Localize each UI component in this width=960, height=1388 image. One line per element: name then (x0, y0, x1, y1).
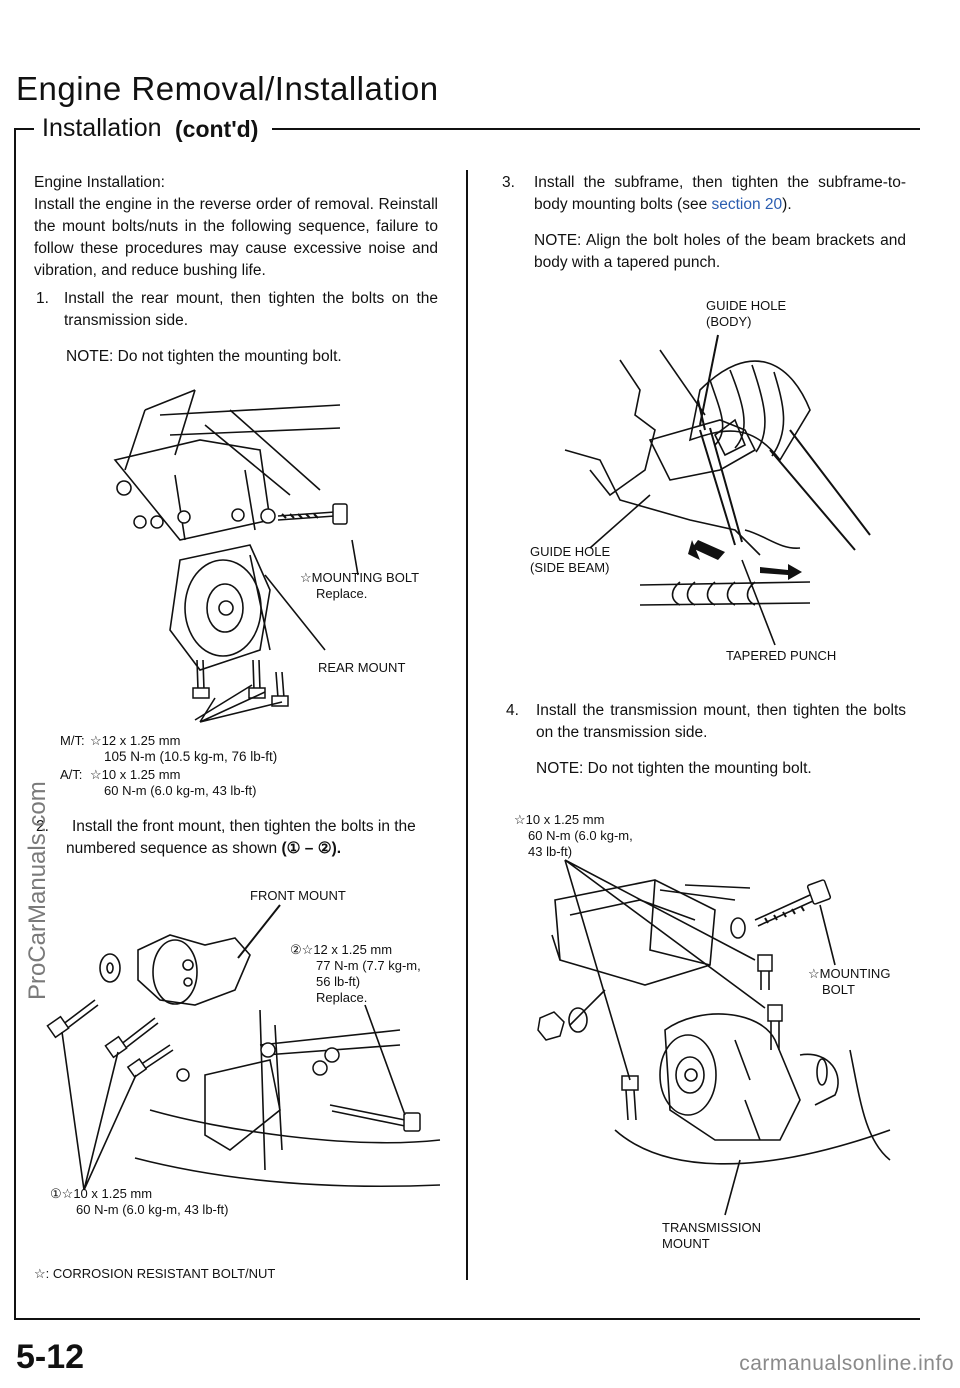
bolt2-torque2: 56 lb-ft) (316, 974, 361, 989)
step2-text2: numbered sequence as shown (① – ②). (66, 840, 342, 857)
guide-hole-side-label-2: (SIDE BEAM) (530, 560, 610, 575)
intro-heading: Engine Installation: (34, 174, 165, 191)
star-icon: ☆ (300, 570, 312, 585)
section-subtitle: Installation (42, 114, 162, 142)
bolt2-replace: Replace. (316, 990, 368, 1005)
rear-mount-label: REAR MOUNT (318, 660, 406, 675)
transmission-mount-label-1: TRANSMISSION (662, 1220, 761, 1235)
tapered-punch-label: TAPERED PUNCH (726, 648, 837, 663)
at-prefix: A/T: (60, 767, 83, 782)
page-number: 5-12 (16, 1338, 85, 1376)
header-rule-right (272, 128, 920, 130)
watermark-side: ProCarManuals.com (24, 781, 51, 1000)
transmission-mount-label-2: MOUNT (662, 1236, 710, 1251)
at-spec: ☆10 x 1.25 mm (90, 767, 181, 782)
mounting-bolt-replace: Replace. (316, 586, 368, 601)
star-icon: ☆ (61, 1186, 74, 1201)
star-icon: ☆ (90, 733, 102, 748)
step3-number: 3. (502, 174, 515, 191)
step4-number: 4. (506, 702, 519, 719)
step2-sequence: (① – ②). (281, 840, 342, 857)
front-mount-diagram (46, 904, 441, 1191)
frame-left-rule (14, 128, 16, 1318)
step2-number: 2. (36, 818, 49, 835)
mt-torque: 105 N-m (10.5 kg-m, 76 lb-ft) (104, 749, 278, 764)
step1-text: Install the rear mount, then tighten the… (64, 290, 438, 329)
step3-text: Install the subframe, then tighten the s… (534, 174, 906, 213)
frame-bottom-rule (14, 1318, 920, 1320)
transmission-bolt-torque2: 43 lb-ft) (528, 844, 573, 859)
mt-prefix: M/T: (60, 733, 85, 748)
step4-note: NOTE: Do not tighten the mounting bolt. (536, 760, 812, 777)
at-torque: 60 N-m (6.0 kg-m, 43 lb-ft) (104, 783, 257, 798)
transmission-bolt-spec: ☆10 x 1.25 mm (514, 812, 605, 827)
legend: ☆: CORROSION RESISTANT BOLT/NUT (34, 1266, 276, 1281)
star-icon: ☆ (808, 966, 820, 981)
bolt1-spec: ①☆10 x 1.25 mm (50, 1186, 153, 1201)
step2-text: Install the front mount, then tighten th… (72, 818, 416, 835)
mt-spec: ☆12 x 1.25 mm (90, 733, 181, 748)
tapered-punch-diagram (564, 334, 871, 646)
header-rule-left (14, 128, 34, 130)
transmission-mounting-bolt-label-1: ☆MOUNTING (808, 966, 891, 981)
step1-number: 1. (36, 290, 49, 307)
page-title: Engine Removal/Installation (16, 70, 439, 107)
mounting-bolt-label: ☆MOUNTING BOLT (300, 570, 420, 585)
transmission-bolt-torque1: 60 N-m (6.0 kg-m, (528, 828, 633, 843)
star-icon: ☆: (34, 1266, 50, 1281)
step1-note: NOTE: Do not tighten the mounting bolt. (66, 348, 342, 365)
sequence-1-icon: ① (50, 1186, 62, 1201)
sequence-2-icon: ② (290, 942, 302, 957)
guide-hole-body-label-1: GUIDE HOLE (706, 298, 787, 313)
star-icon: ☆ (301, 942, 314, 957)
column-divider (466, 170, 468, 1280)
section-20-link[interactable]: section 20 (711, 196, 783, 213)
bolt2-spec: ②☆12 x 1.25 mm (290, 942, 393, 957)
step4-text: Install the transmission mount, then tig… (536, 702, 906, 741)
bolt1-torque: 60 N-m (6.0 kg-m, 43 lb-ft) (76, 1202, 229, 1217)
intro-text: Install the engine in the reverse order … (34, 196, 438, 279)
continued-marker: (cont'd) (175, 116, 259, 142)
transmission-mounting-bolt-label-2: BOLT (822, 982, 855, 997)
front-mount-label: FRONT MOUNT (250, 888, 346, 903)
star-icon: ☆ (90, 767, 102, 782)
watermark-bottom: carmanualsonline.info (739, 1352, 954, 1375)
guide-hole-side-label-1: GUIDE HOLE (530, 544, 611, 559)
guide-hole-body-label-2: (BODY) (706, 314, 752, 329)
rear-mount-diagram (113, 389, 359, 723)
bolt2-torque1: 77 N-m (7.7 kg-m, (316, 958, 421, 973)
transmission-mount-diagram (537, 859, 891, 1216)
step3-note: NOTE: Align the bolt holes of the beam b… (534, 232, 906, 271)
star-icon: ☆ (514, 812, 526, 827)
